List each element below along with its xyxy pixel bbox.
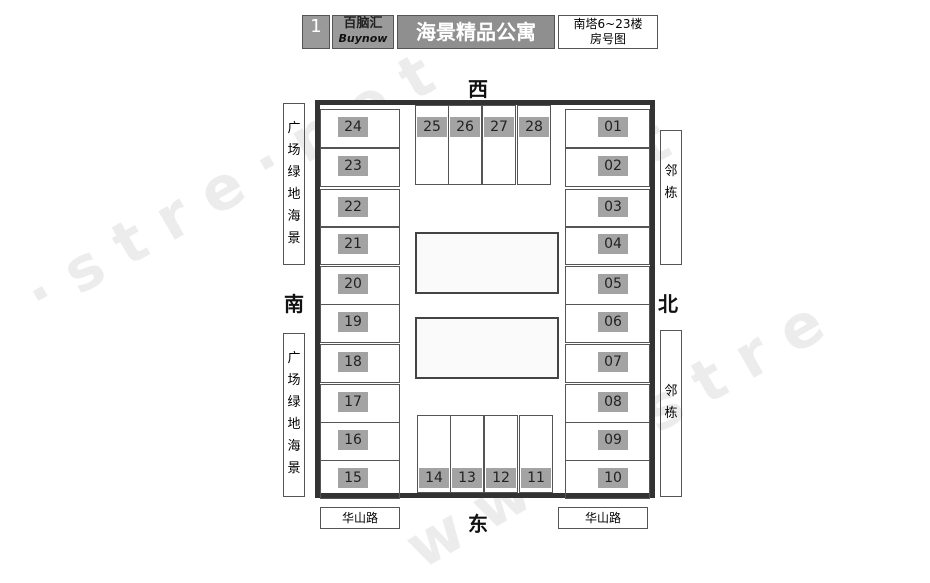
road-label-left: 华山路: [320, 507, 400, 529]
room-number-21: 21: [338, 234, 368, 254]
room-number-22: 22: [338, 197, 368, 217]
room-cell: [565, 226, 650, 265]
room-cell: [484, 415, 518, 493]
room-number-27: 27: [484, 117, 514, 137]
room-number-15: 15: [338, 468, 368, 488]
room-cell: [519, 415, 553, 493]
room-cell: [565, 109, 650, 148]
direction-west: 西: [468, 77, 488, 101]
room-cell: [320, 226, 400, 265]
brand-logo: 百脑汇 Buynow: [332, 15, 394, 49]
room-number-17: 17: [338, 392, 368, 412]
room-number-09: 09: [598, 430, 628, 450]
room-number-02: 02: [598, 156, 628, 176]
room-number-19: 19: [338, 312, 368, 332]
road-label-right: 华山路: [558, 507, 648, 529]
direction-south: 南: [284, 292, 304, 316]
room-number-11: 11: [521, 468, 551, 488]
side-label-green-sea-bottom: 广场绿地 海景: [283, 333, 305, 497]
direction-east: 东: [468, 512, 488, 536]
direction-north: 北: [658, 292, 678, 316]
room-cell: [565, 148, 650, 187]
room-cell: [320, 460, 400, 499]
room-number-08: 08: [598, 392, 628, 412]
room-cell: [320, 344, 400, 383]
page-title: 海景精品公寓: [397, 15, 555, 49]
room-cell: [565, 189, 650, 228]
room-cell: [565, 304, 650, 343]
brand-en: Buynow: [338, 32, 388, 45]
room-cell: [565, 344, 650, 383]
room-cell: [320, 304, 400, 343]
logo-mark: 1: [302, 15, 330, 49]
side-label-green-sea-top: 广场绿地 海景: [283, 103, 305, 265]
room-cell: [565, 460, 650, 499]
subtitle-caption: 房号图: [589, 32, 626, 46]
room-cell: [450, 415, 484, 493]
room-cell: [320, 189, 400, 228]
room-number-25: 25: [417, 117, 447, 137]
brand-cn: 百脑汇: [343, 16, 383, 31]
room-number-16: 16: [338, 430, 368, 450]
room-number-07: 07: [598, 352, 628, 372]
room-number-10: 10: [598, 468, 628, 488]
room-number-01: 01: [598, 117, 628, 137]
subtitle: 南塔6~23楼 房号图: [558, 15, 658, 49]
room-number-13: 13: [452, 468, 482, 488]
room-number-18: 18: [338, 352, 368, 372]
room-number-23: 23: [338, 156, 368, 176]
room-number-24: 24: [338, 117, 368, 137]
room-number-05: 05: [598, 274, 628, 294]
side-label-neighbor-top: 邻栋: [660, 130, 682, 265]
room-number-28: 28: [519, 117, 549, 137]
room-number-20: 20: [338, 274, 368, 294]
room-number-04: 04: [598, 234, 628, 254]
room-number-26: 26: [450, 117, 480, 137]
elevator-core-top: [415, 232, 559, 294]
side-label-neighbor-bottom: 邻栋: [660, 330, 682, 497]
room-cell: [448, 105, 482, 185]
room-cell: [320, 148, 400, 187]
room-cell: [320, 109, 400, 148]
room-number-12: 12: [486, 468, 516, 488]
room-cell: [517, 105, 551, 185]
room-number-03: 03: [598, 197, 628, 217]
elevator-core-bottom: [415, 317, 559, 379]
room-number-06: 06: [598, 312, 628, 332]
subtitle-floors: 南塔6~23楼: [573, 17, 643, 31]
room-cell: [482, 105, 516, 185]
room-number-14: 14: [419, 468, 449, 488]
